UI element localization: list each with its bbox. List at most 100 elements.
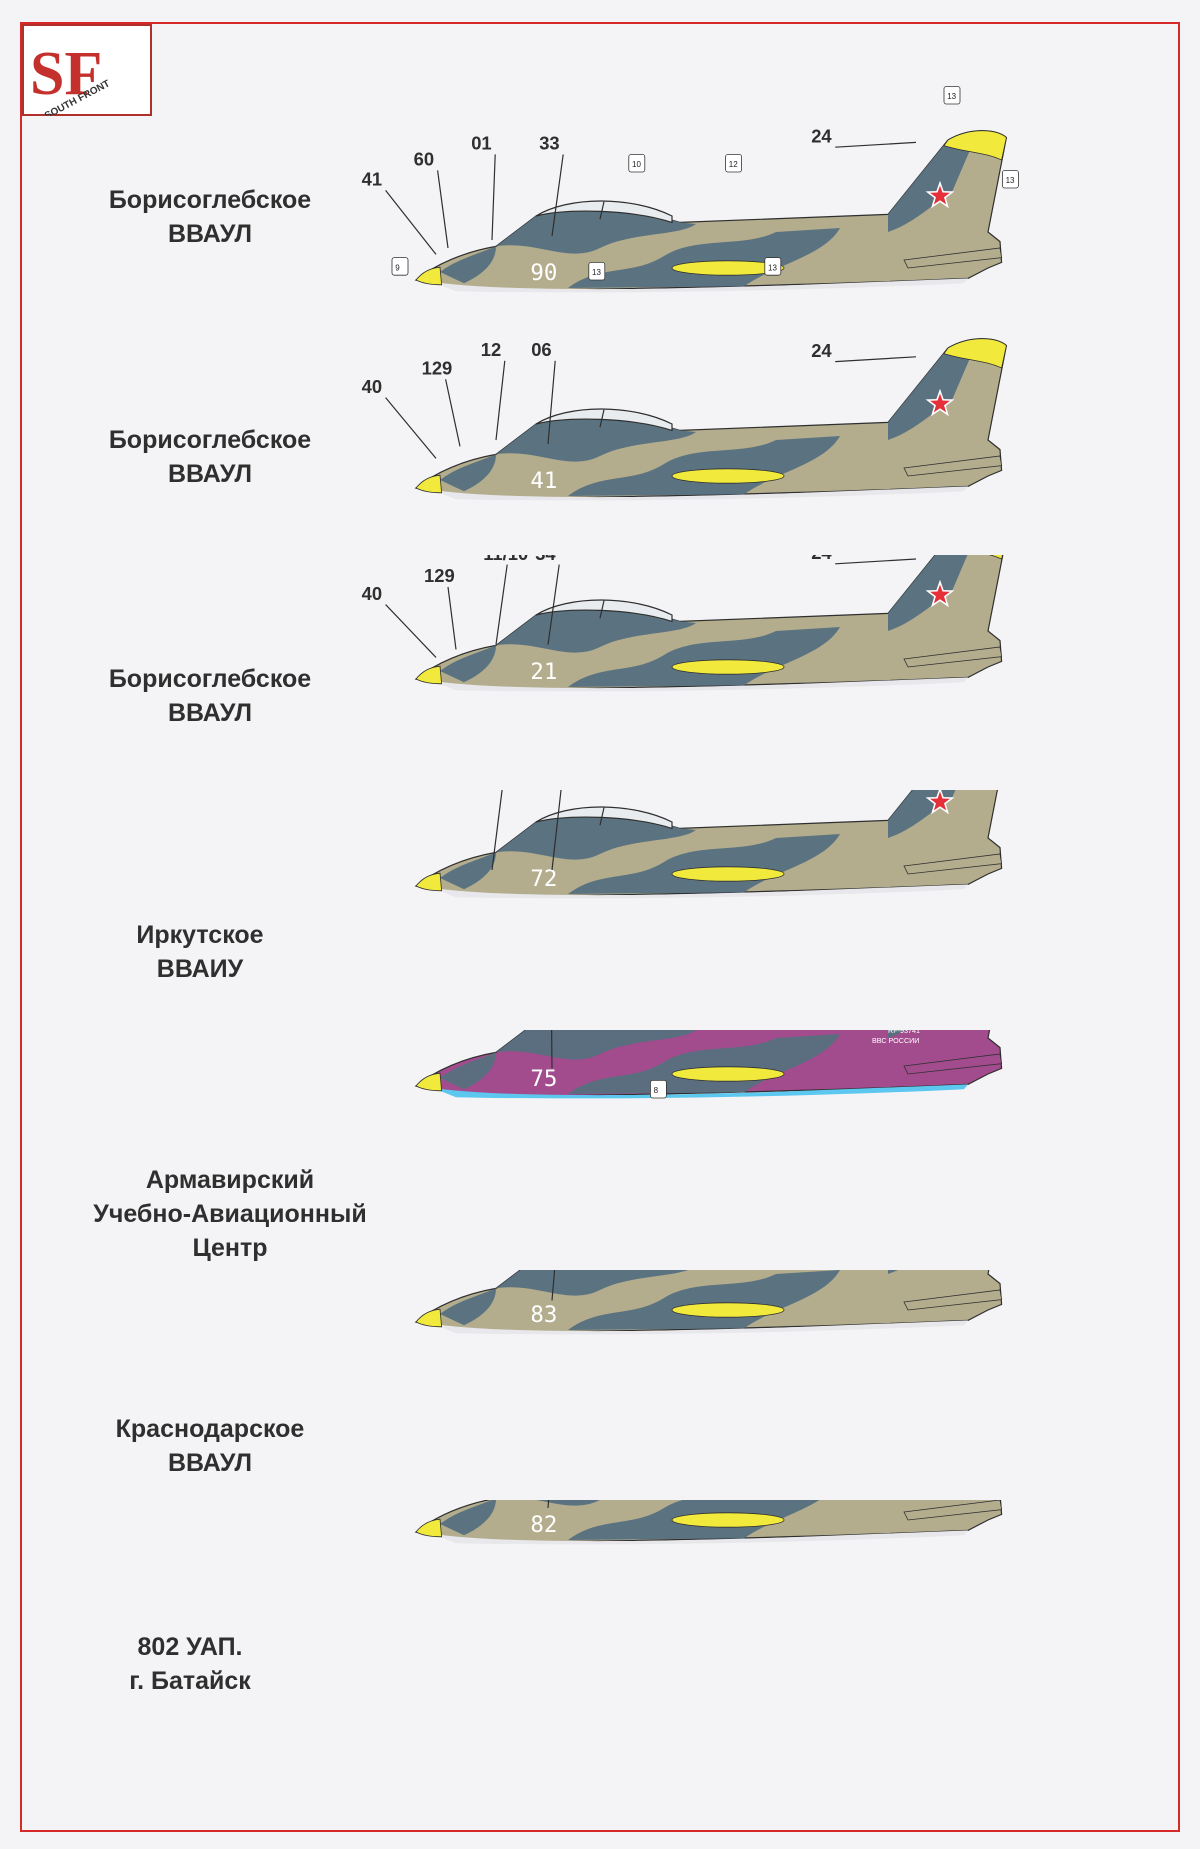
aircraft-body: 82 bbox=[414, 1500, 1003, 1545]
canopy-frame bbox=[599, 409, 605, 428]
callout-marker: 129 bbox=[424, 565, 457, 650]
callout-leader bbox=[835, 558, 917, 565]
aircraft-body: 21 bbox=[414, 555, 1004, 692]
camo-patch bbox=[568, 436, 840, 496]
drum-number: 10 bbox=[632, 160, 641, 169]
callout-marker: 11/10 bbox=[483, 555, 528, 645]
camo-patch bbox=[496, 1270, 688, 1296]
camo-patch bbox=[496, 815, 696, 860]
yellow-nose-cone bbox=[415, 1072, 443, 1092]
callout-leader bbox=[445, 379, 461, 447]
camo-patch bbox=[888, 1030, 906, 1038]
red-star-insignia bbox=[925, 579, 955, 608]
camo-patch bbox=[440, 454, 496, 492]
drum-shape bbox=[628, 154, 646, 173]
camo-patch bbox=[568, 228, 840, 288]
camo-patch bbox=[888, 343, 976, 440]
callout-leader bbox=[491, 154, 496, 241]
camo-patch bbox=[888, 1270, 898, 1274]
callout-label: 34 bbox=[535, 555, 556, 564]
horizontal-stabilizer bbox=[903, 1500, 1003, 1521]
red-star-insignia bbox=[925, 388, 955, 417]
drum-number: 9 bbox=[395, 263, 400, 272]
nose-number: 83 bbox=[530, 1302, 557, 1328]
canopy bbox=[535, 806, 673, 830]
aircraft-body: 83 bbox=[414, 1270, 1003, 1335]
drum-shape bbox=[1002, 170, 1019, 189]
horizontal-stabilizer bbox=[903, 853, 1003, 875]
canopy-frame bbox=[599, 201, 605, 220]
underside bbox=[432, 1320, 968, 1335]
callout-label: 11/10 bbox=[483, 555, 528, 564]
red-star-insignia bbox=[925, 790, 955, 815]
camo-patch bbox=[568, 834, 840, 894]
underside bbox=[432, 486, 968, 501]
drum-shape bbox=[588, 262, 606, 281]
nose-number: 90 bbox=[530, 260, 557, 286]
camo-patch bbox=[496, 608, 696, 653]
nose-number: 75 bbox=[530, 1066, 557, 1092]
callout-leader bbox=[385, 190, 437, 255]
callout-label: 60 bbox=[414, 149, 434, 170]
callout-label: 40 bbox=[362, 376, 382, 397]
yellow-nose-cone bbox=[415, 665, 443, 685]
red-star-insignia bbox=[925, 180, 955, 209]
callout-label: 06 bbox=[531, 339, 551, 360]
decal-drum-marker: 12 bbox=[725, 154, 742, 173]
callout-label: 24 bbox=[811, 340, 832, 361]
callout-marker: 41 bbox=[362, 169, 437, 255]
yellow-tip-tank bbox=[671, 1512, 785, 1528]
drum-number: 13 bbox=[947, 92, 956, 101]
callout-label: 129 bbox=[424, 565, 455, 586]
south-front-logo: SF SOUTH FRONT bbox=[22, 24, 152, 116]
nose-number: 41 bbox=[530, 468, 557, 494]
drum-number: 13 bbox=[592, 268, 601, 277]
callout-leader bbox=[491, 790, 503, 871]
callout-marker: 24 bbox=[811, 555, 917, 565]
callout-marker: 12 bbox=[481, 339, 506, 441]
decal-drum-marker: 13 bbox=[943, 86, 961, 105]
callout-marker: 05 bbox=[551, 1270, 556, 1301]
underside bbox=[432, 677, 968, 692]
decal-drum-marker: 13 bbox=[1002, 170, 1019, 189]
decal-drum-marker: 8 bbox=[650, 1080, 667, 1099]
yellow-tip-tank bbox=[671, 260, 785, 276]
callout-marker: 40 bbox=[362, 583, 437, 658]
callout-marker: 04 bbox=[551, 1030, 553, 1069]
callout-leader bbox=[551, 1030, 553, 1069]
callout-label: 24 bbox=[811, 125, 832, 146]
callout-leader bbox=[835, 356, 917, 363]
registration-text: RF-93741 bbox=[888, 1030, 920, 1035]
yellow-nose-cone bbox=[415, 1308, 443, 1328]
yellow-fin-tip bbox=[989, 555, 1003, 560]
yellow-tip-tank bbox=[671, 866, 785, 882]
underside bbox=[432, 884, 968, 899]
aircraft-body: 90 bbox=[414, 130, 1008, 293]
decal-drum-marker: 9 bbox=[391, 257, 409, 276]
light-blue-underside bbox=[432, 1084, 968, 1099]
callout-label: 40 bbox=[362, 583, 382, 604]
yellow-nose-cone bbox=[415, 474, 443, 494]
camo-patch bbox=[568, 1270, 840, 1330]
callout-label: 01 bbox=[471, 133, 491, 154]
page-frame bbox=[20, 22, 1180, 1832]
callout-leader bbox=[835, 141, 917, 148]
camo-patch bbox=[568, 627, 840, 687]
nose-number: 82 bbox=[530, 1512, 557, 1538]
camo-patch bbox=[568, 1034, 840, 1094]
canopy bbox=[535, 200, 673, 224]
callout-label: 41 bbox=[362, 169, 382, 190]
drum-shape bbox=[650, 1080, 667, 1099]
camo-patch bbox=[440, 1052, 496, 1090]
unit-label-7: 802 УАП.г. Батайск bbox=[129, 1633, 251, 1695]
callout-label: 33 bbox=[539, 133, 559, 154]
callout-marker: 24 bbox=[811, 125, 917, 148]
horizontal-stabilizer bbox=[903, 646, 1003, 668]
camo-patch bbox=[496, 1030, 696, 1060]
camo-patch bbox=[440, 246, 496, 284]
underside bbox=[432, 1530, 968, 1545]
canopy-frame bbox=[599, 807, 605, 826]
